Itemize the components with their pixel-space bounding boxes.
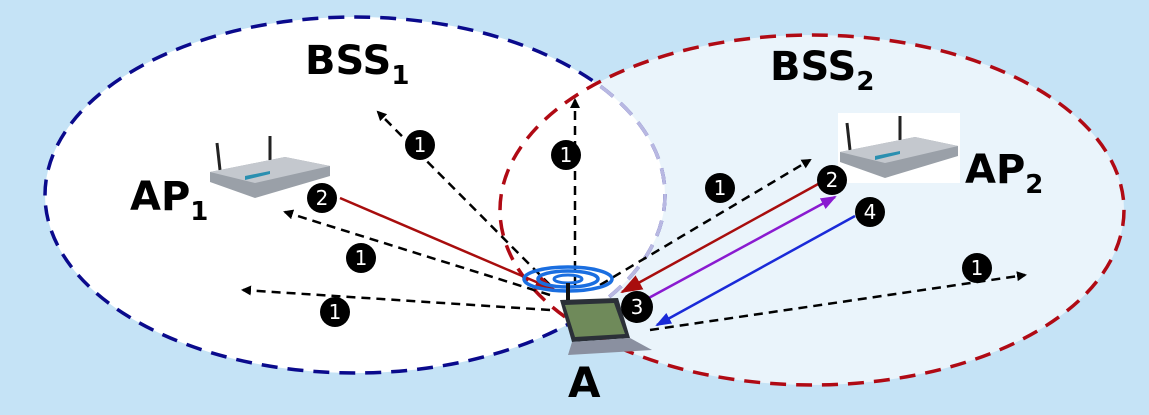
step-marker: 1 <box>962 253 992 283</box>
station-label: A <box>568 358 601 407</box>
step-marker: 1 <box>320 297 350 327</box>
svg-text:4: 4 <box>864 200 877 224</box>
probe-arrow <box>599 158 812 287</box>
bss1-area <box>45 17 665 373</box>
ap1-label: AP1 <box>130 174 208 227</box>
probe-arrow <box>283 209 551 297</box>
svg-text:3: 3 <box>631 295 644 319</box>
ap2-label: AP2 <box>965 147 1043 200</box>
svg-text:1: 1 <box>414 133 427 157</box>
wireless-signal-icon <box>522 265 614 300</box>
bss1-boundary-overlap <box>500 35 667 375</box>
step-marker: 2 <box>817 165 847 195</box>
auth-request-arrow <box>644 195 837 302</box>
bss2-boundary <box>498 33 1126 387</box>
ap2-router-icon <box>838 113 960 183</box>
svg-text:1: 1 <box>560 143 573 167</box>
step-marker: 3 <box>621 291 653 323</box>
svg-text:1: 1 <box>329 300 342 324</box>
svg-text:1: 1 <box>355 246 368 270</box>
step-marker: 1 <box>405 130 435 160</box>
probe-arrow <box>649 271 1027 332</box>
probe-arrow <box>241 285 551 312</box>
step-marker: 1 <box>705 173 735 203</box>
step-marker: 4 <box>855 197 885 227</box>
ap2-response-arrow <box>620 181 821 294</box>
step-marker: 1 <box>346 243 376 273</box>
svg-text:1: 1 <box>714 176 727 200</box>
svg-text:2: 2 <box>316 186 329 210</box>
bss1-label: BSS1 <box>305 38 409 91</box>
bss2-label: BSS2 <box>770 44 874 97</box>
step-marker: 2 <box>307 183 337 213</box>
svg-text:1: 1 <box>971 256 984 280</box>
svg-text:2: 2 <box>826 168 839 192</box>
auth-response-arrow <box>655 214 856 327</box>
station-laptop-icon <box>560 298 652 355</box>
step-marker: 1 <box>551 140 581 170</box>
ap1-response-arrow <box>339 196 557 292</box>
